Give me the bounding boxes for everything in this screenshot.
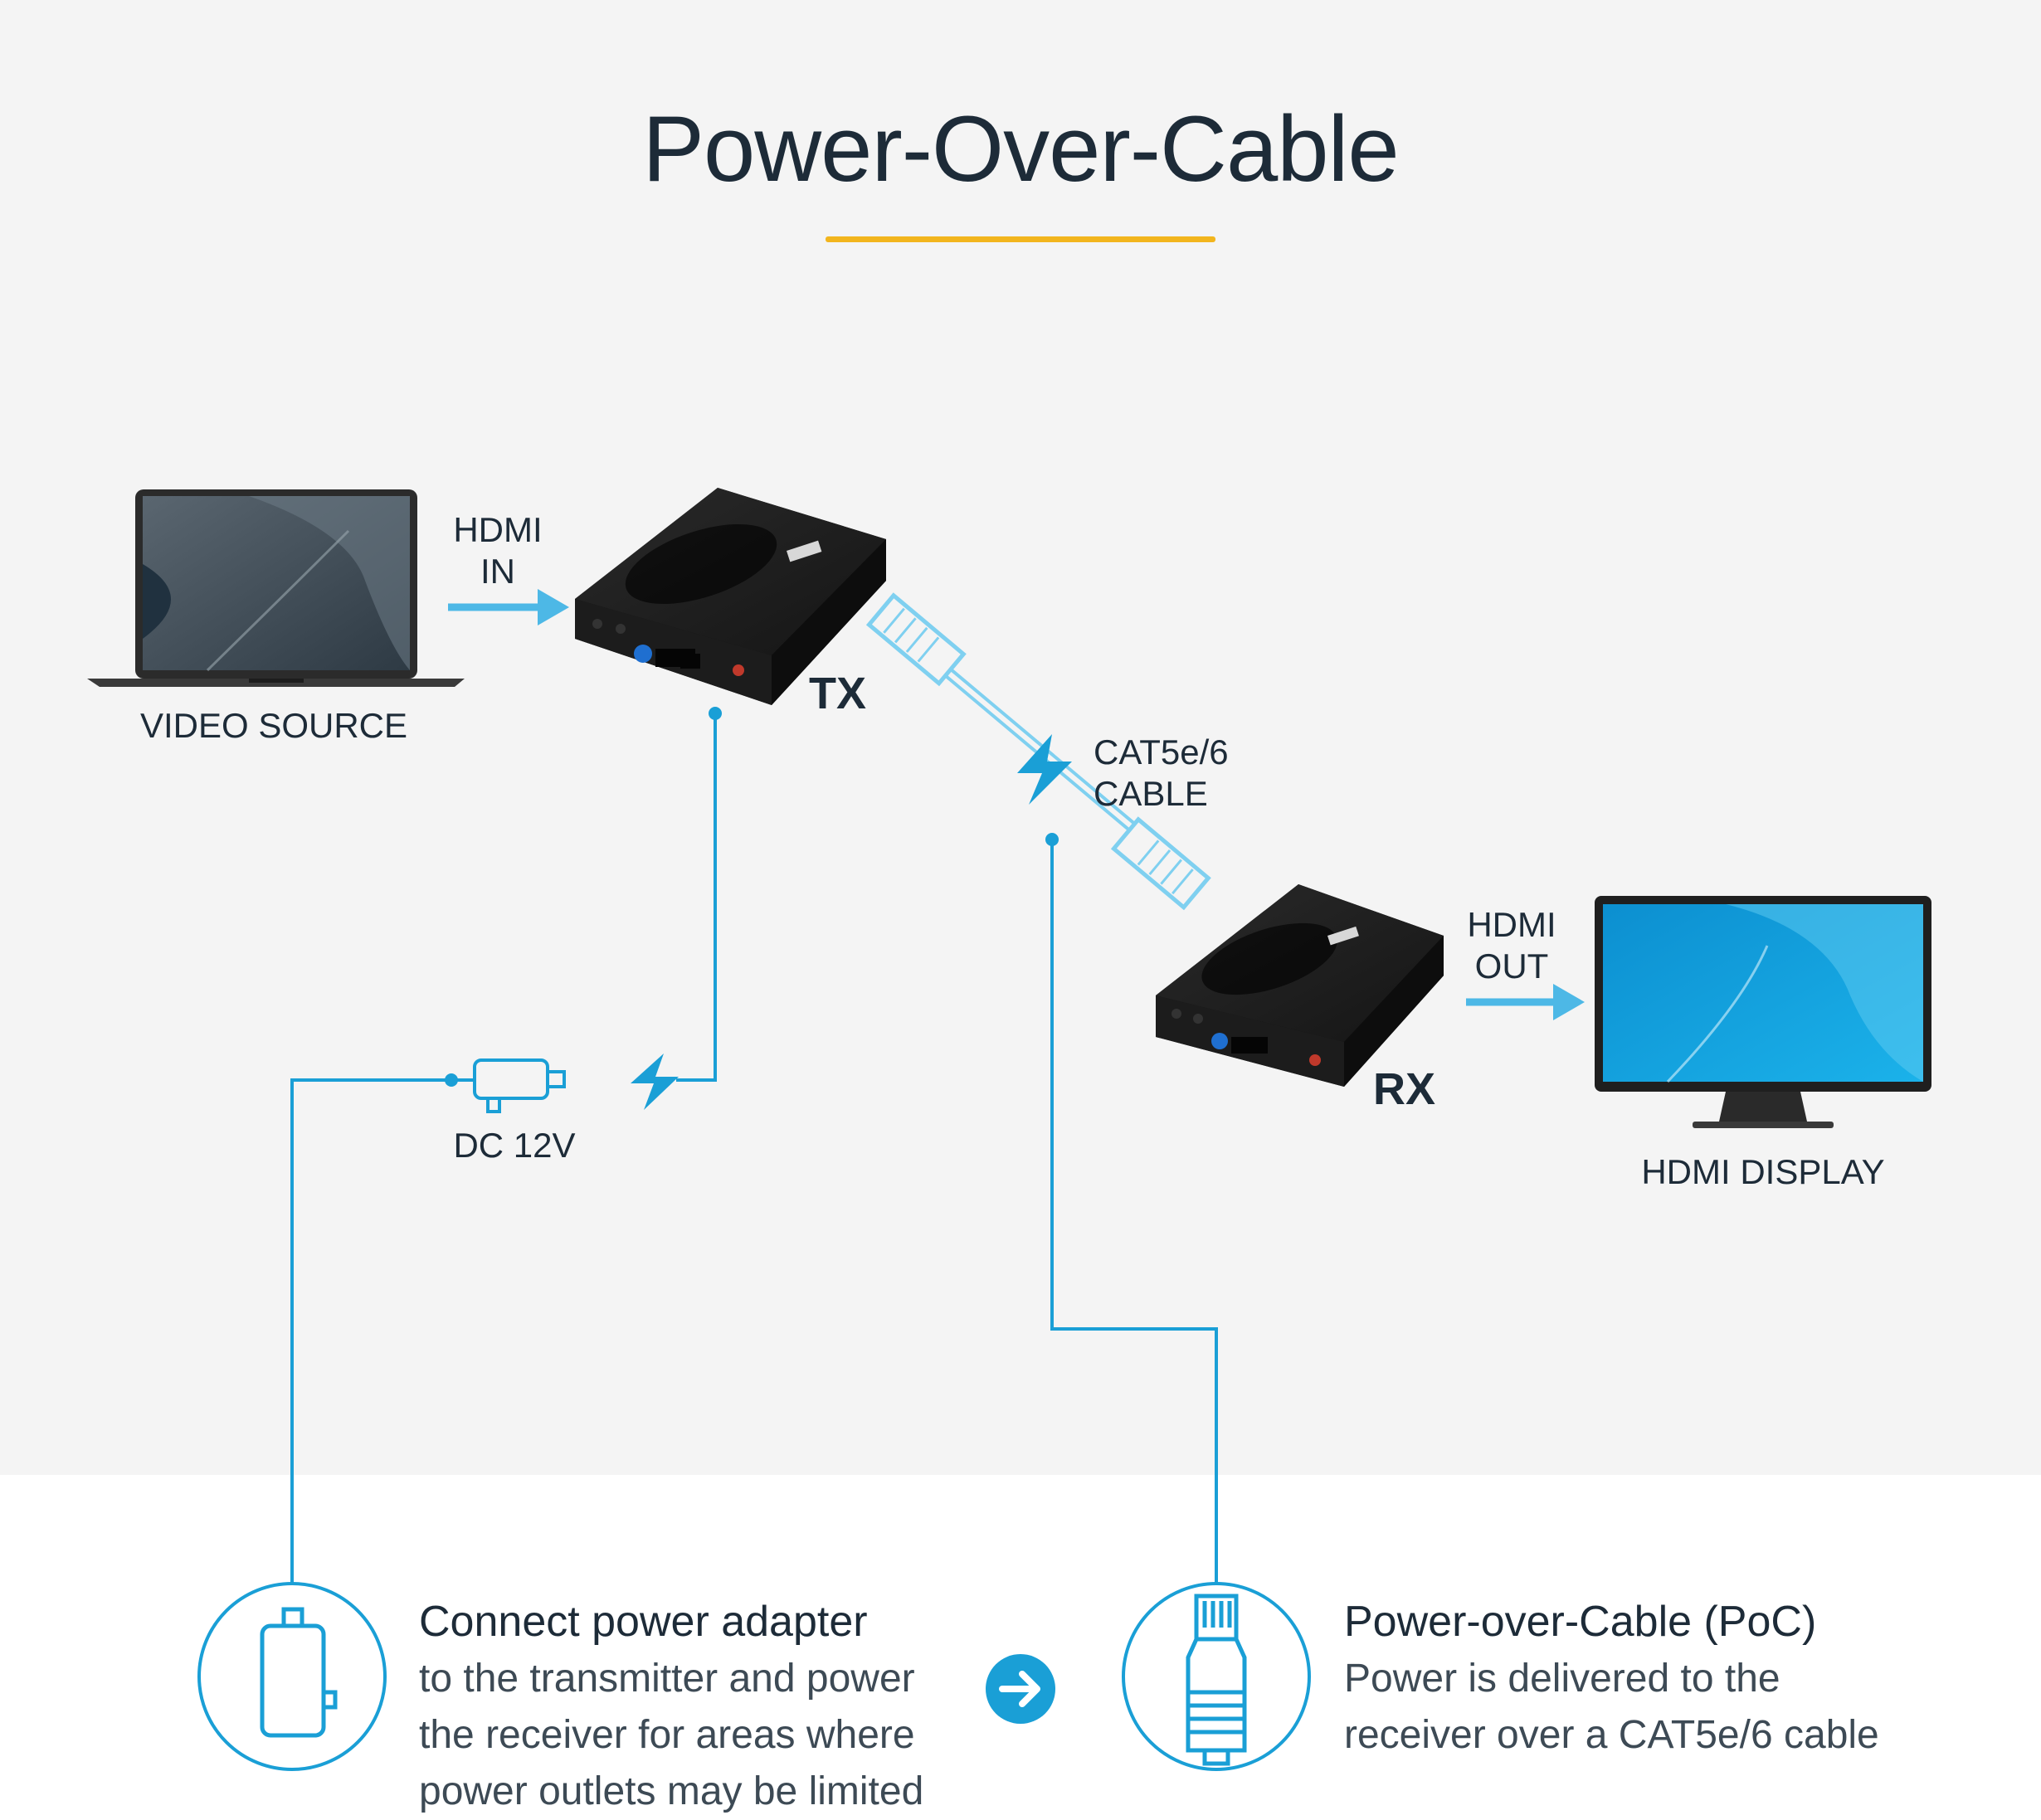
monitor-icon [1595,896,1931,1128]
step-1-line-2: the receiver for areas where [419,1713,915,1757]
hdmi-display-label: HDMI DISPLAY [1641,1152,1885,1191]
tx-device-icon [575,488,886,705]
power-adapter-icon [260,1607,338,1738]
step-circle-adapter [197,1582,387,1771]
step-1: Connect power adapter to the transmitter… [419,1593,967,1820]
adapter-dot [445,1073,458,1087]
hdmi-out-label-1: HDMI [1467,905,1556,944]
hdmi-out-label-2: OUT [1474,946,1549,985]
next-arrow-icon [986,1654,1055,1724]
step-2-heading: Power-over-Cable (PoC) [1344,1598,1817,1646]
hdmi-in-label-1: HDMI [453,510,543,549]
hdmi-out-arrow [1466,984,1585,1020]
rx-device-icon [1156,884,1444,1087]
dc-label: DC 12V [453,1126,576,1165]
hdmi-in-arrow [448,589,569,625]
video-source-label: VIDEO SOURCE [139,706,408,745]
poc-dot [1045,833,1059,846]
laptop-icon [87,489,465,687]
step-2-line-1: Power is delivered to the [1344,1657,1780,1701]
poc-line [1050,839,1218,1584]
tx-power-dot [709,707,722,720]
title-underline [826,236,1215,242]
lightning-icon-cable [1017,734,1072,805]
step-2-line-2: receiver over a CAT5e/6 cable [1344,1713,1879,1757]
lightning-icon-tx [631,1054,679,1110]
ethernet-plug-icon [1186,1594,1247,1766]
cable-label: CAT5e/6 CABLE [1094,732,1229,813]
step-2: Power-over-Cable (PoC) Power is delivere… [1344,1593,1941,1764]
hdmi-in-label-2: IN [480,552,515,591]
step-1-heading: Connect power adapter [419,1598,868,1646]
step-circle-plug [1122,1582,1311,1771]
page-title: Power-Over-Cable [642,97,1399,201]
step-1-line-3: power outlets may be limited [419,1769,924,1813]
dc-adapter-icon [473,1058,566,1113]
rx-label: RX [1373,1064,1436,1114]
tx-label: TX [809,669,867,718]
step-1-line-1: to the transmitter and power [419,1657,915,1701]
